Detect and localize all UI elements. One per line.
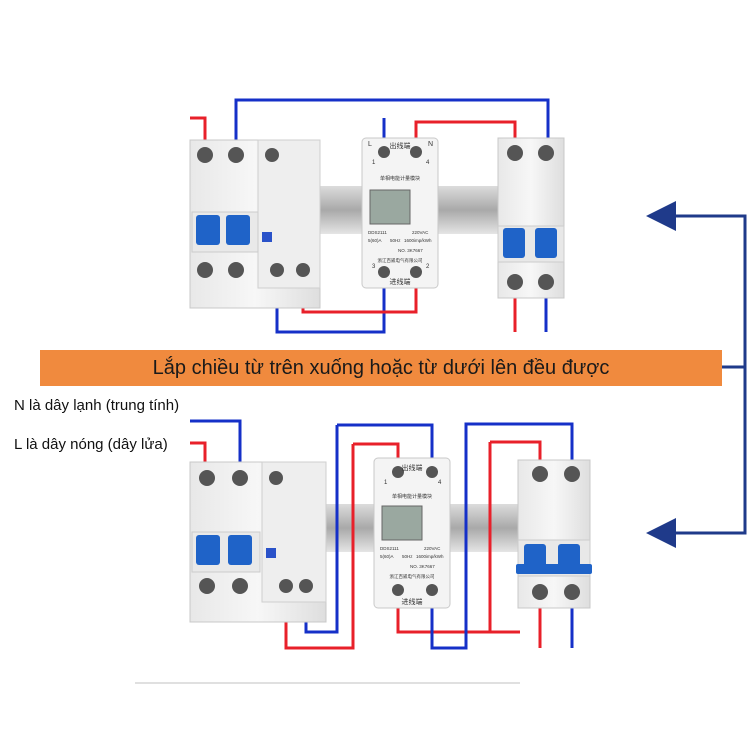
terminal-screw	[426, 584, 438, 596]
terminal-label-1: 1	[384, 480, 388, 486]
instruction-banner: Lắp chiều từ trên xuống hoặc từ dưới lên…	[40, 350, 722, 386]
meter-freq: 50Hz	[402, 554, 413, 559]
terminal-screw	[538, 145, 554, 161]
energy-meter-bottom: 出线端 进线端 单相电能计量模块 DDS2111 220VAC 5(60)A 5…	[373, 457, 451, 609]
meter-bottom-label: 进线端	[390, 277, 411, 286]
terminal-screw	[392, 466, 404, 478]
terminal-screw	[232, 578, 248, 594]
live-wire-label: L là dây nóng (dây lửa)	[14, 436, 168, 453]
terminal-screw	[538, 274, 554, 290]
meter-serial: NO. 3K7667	[410, 564, 435, 569]
terminal-screw	[228, 147, 244, 163]
terminal-screw	[378, 266, 390, 278]
terminal-screw	[265, 148, 279, 162]
meter-display	[381, 505, 423, 541]
meter-maker: 浙江百崴电气有限公司	[390, 573, 435, 580]
breaker-lever[interactable]	[503, 228, 525, 258]
breaker-lever[interactable]	[535, 228, 557, 258]
test-button[interactable]	[266, 548, 276, 558]
terminal-label-4: 4	[438, 480, 442, 486]
terminal-screw	[199, 578, 215, 594]
meter-constant: 1600imp/kWh	[416, 554, 444, 559]
terminal-screw	[269, 471, 283, 485]
mcb-bottom	[516, 459, 592, 609]
terminal-screw	[532, 466, 548, 482]
meter-model: DDS2111	[368, 230, 387, 235]
terminal-screw	[532, 584, 548, 600]
meter-voltage: 220VAC	[424, 546, 441, 551]
terminal-screw	[197, 262, 213, 278]
rcbo-bottom	[189, 461, 327, 623]
terminal-screw	[228, 262, 244, 278]
terminal-screw	[279, 579, 293, 593]
terminal-screw	[296, 263, 310, 277]
terminal-screw	[564, 466, 580, 482]
meter-display	[369, 189, 411, 225]
terminal-label-2: 2	[426, 264, 430, 270]
terminal-screw	[232, 470, 248, 486]
terminal-label-N: N	[428, 141, 433, 148]
meter-voltage: 220VAC	[412, 230, 429, 235]
meter-freq: 50Hz	[390, 238, 401, 243]
breaker-lever[interactable]	[196, 215, 220, 245]
terminal-label-L: L	[368, 141, 372, 148]
rcbo-top	[189, 139, 321, 309]
meter-title: 单相电能计量模块	[392, 493, 432, 500]
mcb-top	[497, 137, 565, 299]
terminal-screw	[299, 579, 313, 593]
terminal-screw	[410, 146, 422, 158]
terminal-screw	[199, 470, 215, 486]
bottom-assembly: 出线端 进线端 单相电能计量模块 DDS2111 220VAC 5(60)A 5…	[135, 419, 592, 684]
meter-rating: 5(60)A	[380, 554, 394, 559]
meter-rating: 5(60)A	[368, 238, 382, 243]
breaker-lever[interactable]	[226, 215, 250, 245]
terminal-screw	[410, 266, 422, 278]
meter-model: DDS2111	[380, 546, 399, 551]
neutral-wire-label: N là dây lạnh (trung tính)	[14, 397, 180, 414]
meter-constant: 1600imp/kWh	[404, 238, 432, 243]
terminal-label-4: 4	[426, 160, 430, 166]
meter-title: 单相电能计量模块	[380, 175, 420, 182]
meter-maker: 浙江百崴电气有限公司	[378, 257, 423, 264]
energy-meter-top: 出线端 进线端 单相电能计量模块 DDS2111 220VAC 5(60)A 5…	[361, 137, 439, 289]
breaker-lever[interactable]	[196, 535, 220, 565]
terminal-screw	[507, 145, 523, 161]
terminal-label-1: 1	[372, 160, 376, 166]
meter-top-label: 出线端	[402, 463, 423, 472]
terminal-screw	[507, 274, 523, 290]
terminal-screw	[197, 147, 213, 163]
terminal-screw	[564, 584, 580, 600]
terminal-screw	[392, 584, 404, 596]
top-assembly: 出线端 进线端 单相电能计量模块 DDS2111 220VAC 5(60)A 5…	[189, 98, 565, 334]
terminal-screw	[270, 263, 284, 277]
meter-bottom-label: 进线端	[402, 597, 423, 606]
banner-text: Lắp chiều từ trên xuống hoặc từ dưới lên…	[152, 356, 610, 379]
meter-serial: NO. 3K7667	[398, 248, 423, 253]
terminal-screw	[378, 146, 390, 158]
meter-top-label: 出线端	[390, 141, 411, 150]
terminal-screw	[426, 466, 438, 478]
breaker-lever[interactable]	[228, 535, 252, 565]
terminal-label-3: 3	[372, 264, 376, 270]
test-button[interactable]	[262, 232, 272, 242]
direction-arrows	[646, 201, 747, 548]
